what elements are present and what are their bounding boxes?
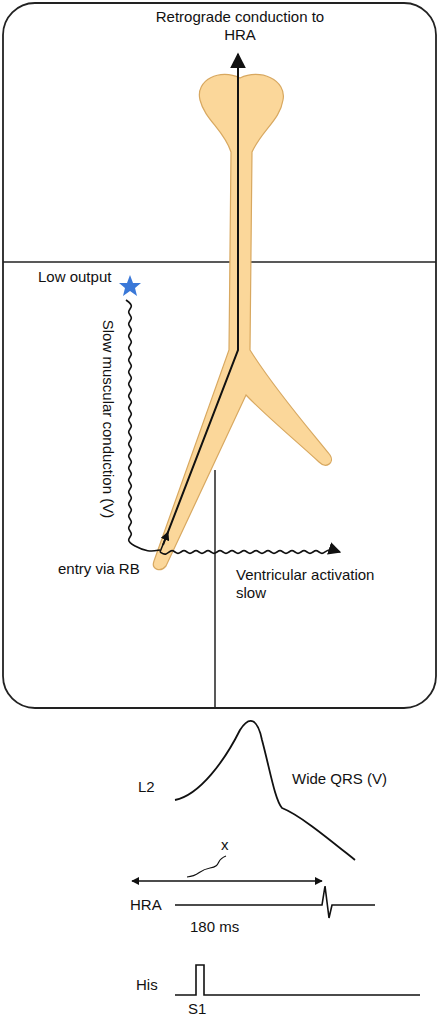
pathway-label: Retrograde conduction to HRA: [150, 8, 330, 44]
hra-trace: [175, 886, 375, 918]
qrs-trace: [175, 721, 355, 860]
his-trace: [175, 965, 420, 995]
pacing-star: [119, 275, 141, 296]
divider-line: [214, 470, 216, 708]
divider-line: [3, 261, 436, 263]
channel-label: His: [136, 976, 176, 994]
stimulus-label: S1: [188, 1000, 218, 1018]
his-purkinje-system: [153, 74, 331, 569]
interval-label: x: [221, 836, 241, 854]
entry-label: entry via RB: [58, 560, 168, 578]
slow-conduction-waves: [126, 300, 340, 554]
interval-value: 180 ms: [190, 918, 270, 936]
entry-arrow: [160, 532, 168, 552]
activation-label: Ventricular activation slow: [236, 566, 386, 602]
leader-line: [187, 856, 226, 877]
qrs-label: Wide QRS (V): [292, 770, 412, 788]
channel-label: HRA: [130, 896, 175, 914]
wavy-line: [126, 300, 160, 551]
wavy-arrow: [160, 550, 340, 554]
interval-arrow: [132, 880, 322, 881]
panel-outline: [3, 3, 436, 708]
retrograde-path: [163, 54, 238, 545]
conduction-label: Slow muscular conduction (V): [99, 299, 117, 539]
lead-label: L2: [138, 778, 168, 796]
pacing-label: Low output: [38, 268, 138, 286]
